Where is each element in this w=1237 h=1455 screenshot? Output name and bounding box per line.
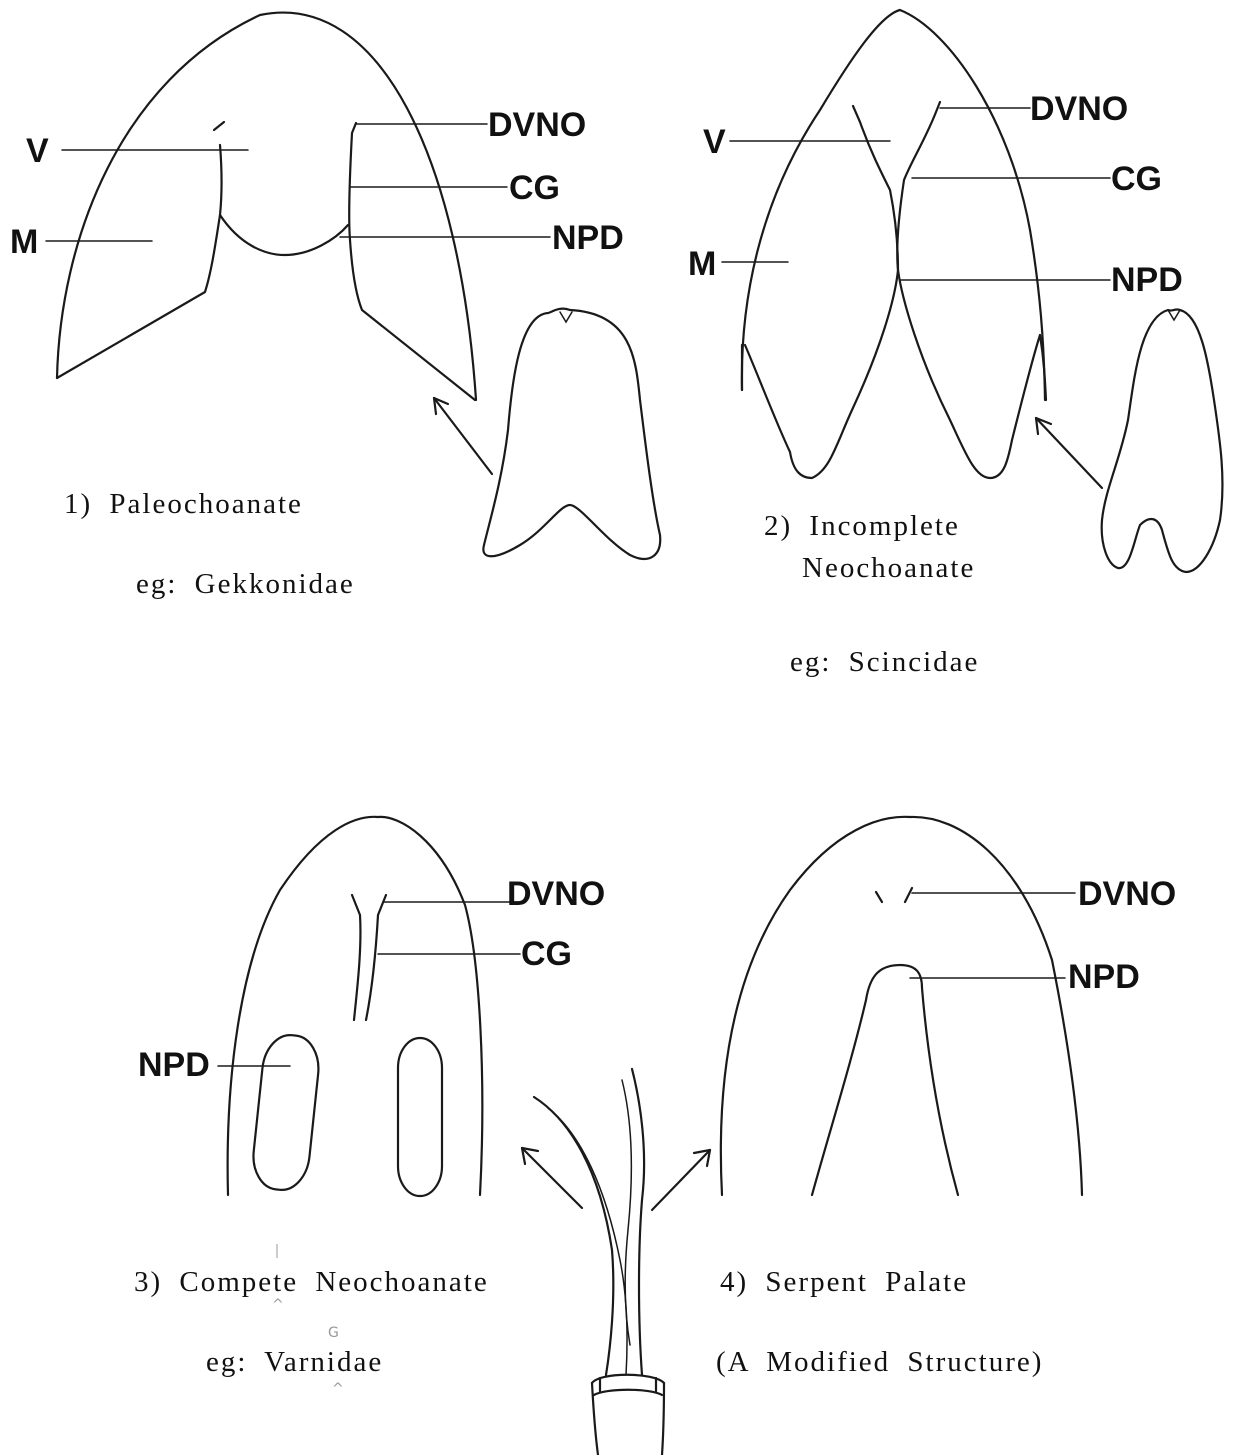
caption-incomplete-line1: 2) Incomplete — [764, 512, 960, 541]
pencil-insert-mark-2: ^ — [332, 1382, 344, 1396]
bone-left-prong-inner — [548, 1108, 627, 1375]
label-dvno-2: DVNO — [1030, 92, 1128, 126]
label-v-1: V — [26, 134, 49, 168]
paleochoanate-left-choana — [57, 122, 224, 378]
label-m-1: M — [10, 225, 38, 259]
label-npd-4: NPD — [1068, 960, 1140, 994]
bone-inset-central — [522, 1069, 710, 1455]
pencil-correction-letter: G — [328, 1326, 339, 1340]
label-v-2: V — [703, 125, 726, 159]
incomplete-outline-right — [900, 10, 1045, 400]
paleochoanate-bone-inset — [483, 309, 660, 559]
incomplete-outline-left — [742, 10, 900, 390]
incomplete-bone-inset — [1102, 309, 1223, 572]
paleochoanate-bone-notch — [560, 312, 572, 322]
arrow-3-shaft — [522, 1148, 582, 1208]
arrow-2-shaft — [1036, 418, 1102, 488]
caption-serpent-palate: 4) Serpent Palate — [720, 1268, 968, 1297]
label-m-2: M — [688, 247, 716, 281]
example-complete: eg: Varnidae — [206, 1348, 383, 1377]
serpent-npd — [812, 965, 958, 1195]
arrow-1-shaft — [434, 398, 492, 474]
complete-neochoanate-palate-drawing — [218, 817, 520, 1196]
example-serpent: (A Modified Structure) — [716, 1348, 1043, 1377]
label-npd-2: NPD — [1111, 263, 1183, 297]
arrow-4-shaft — [652, 1150, 710, 1210]
label-npd-1: NPD — [552, 221, 624, 255]
label-cg-1: CG — [509, 171, 560, 205]
serpent-dvno-left — [876, 892, 882, 902]
serpent-outline — [721, 817, 1082, 1195]
label-dvno-3: DVNO — [507, 877, 605, 911]
serpent-palate-drawing — [721, 817, 1082, 1195]
bone-right-prong — [632, 1069, 644, 1375]
example-incomplete: eg: Scincidae — [790, 648, 979, 677]
caption-paleochoanate: 1) Paleochoanate — [64, 490, 303, 519]
caption-complete-neochoanate: 3) Compete Neochoanate — [134, 1268, 489, 1297]
example-paleochoanate: eg: Gekkonidae — [136, 570, 355, 599]
incomplete-right-cavity — [897, 102, 1040, 478]
complete-npd-right — [398, 1038, 442, 1196]
label-dvno-4: DVNO — [1078, 877, 1176, 911]
paleochoanate-right-choana — [349, 123, 475, 400]
bone-left-prong — [534, 1097, 613, 1375]
complete-cg-left — [352, 895, 360, 1020]
incomplete-left-cavity — [745, 106, 898, 478]
label-npd-3: NPD — [138, 1048, 210, 1082]
label-dvno-1: DVNO — [488, 108, 586, 142]
bone-collar — [592, 1375, 664, 1395]
paleochoanate-palate-drawing — [46, 13, 660, 559]
complete-cg-right — [366, 895, 386, 1020]
pencil-insert-mark-1: ^ — [272, 1298, 284, 1312]
bone-right-prong-inner — [622, 1080, 631, 1345]
label-cg-3: CG — [521, 937, 572, 971]
caption-incomplete-line2: Neochoanate — [802, 554, 975, 583]
complete-npd-left — [250, 1032, 322, 1192]
serpent-dvno-right — [905, 888, 912, 902]
bone-shaft — [592, 1383, 664, 1455]
paleochoanate-npd-arc — [220, 215, 348, 255]
label-cg-2: CG — [1111, 162, 1162, 196]
